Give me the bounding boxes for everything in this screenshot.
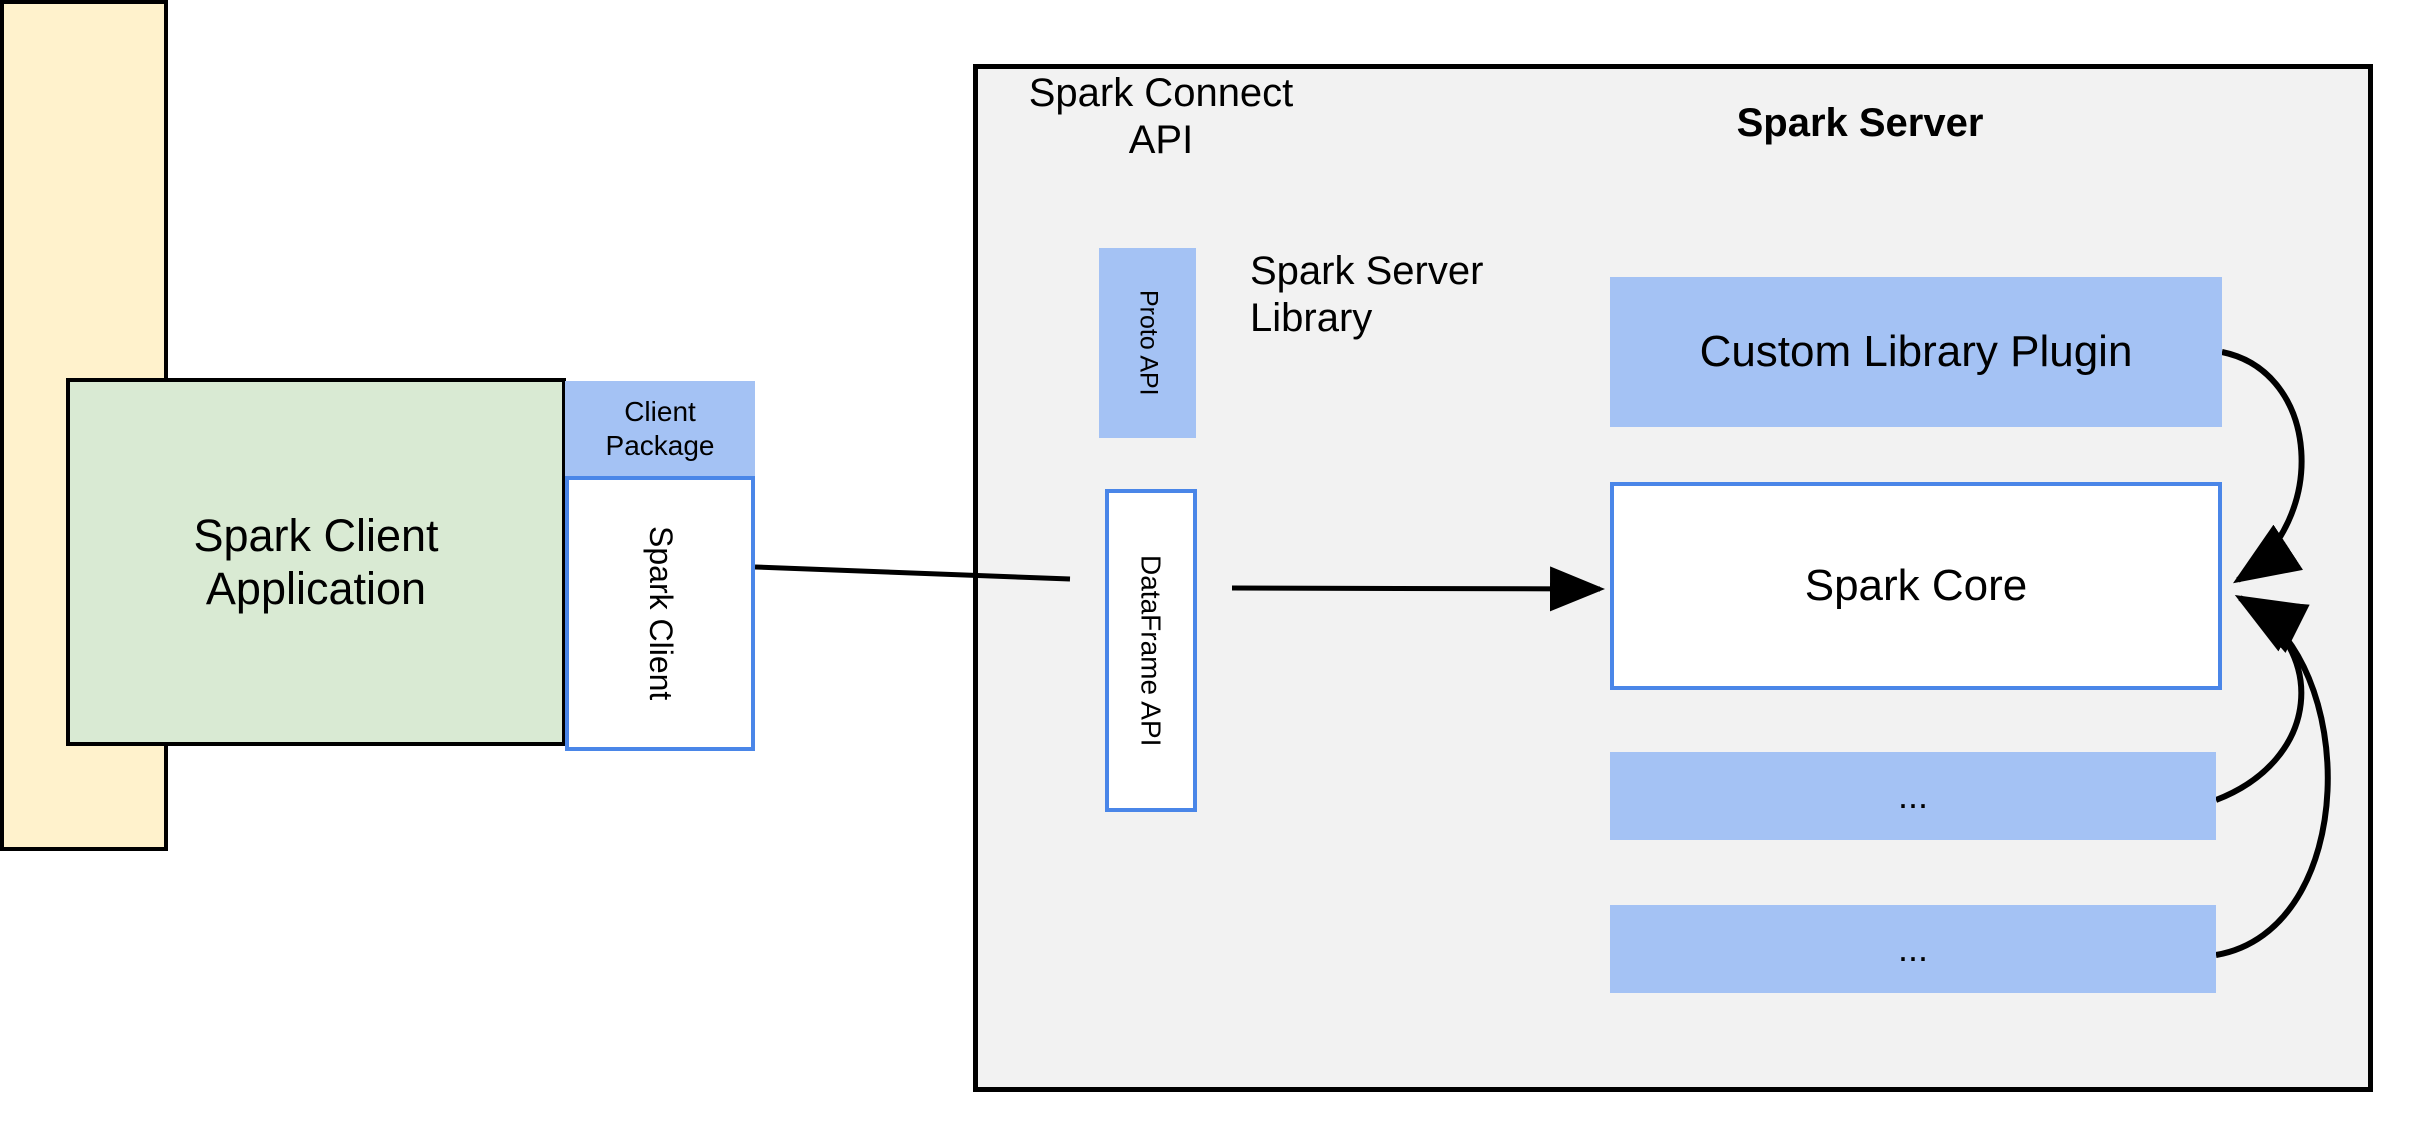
spark-client-application-box[interactable]: Spark Client Application [66, 378, 566, 746]
spark-connect-api-label: Spark Connect API [1028, 70, 1294, 162]
dataframe-api-box[interactable]: DataFrame API [1105, 489, 1197, 812]
spark-server-title-label: Spark Server [1736, 101, 1984, 146]
proto-api-label: Proto API [1134, 290, 1163, 396]
ellipsis-box-one[interactable]: ... [1610, 752, 2216, 840]
spark-server-library-caption: Spark Server Library [1250, 240, 1550, 350]
spark-server-library-label: Spark Server Library [1250, 248, 1484, 340]
spark-core-box[interactable]: Spark Core [1610, 482, 2222, 690]
spark-client-application-label: Spark Client Application [193, 509, 439, 614]
client-package-box[interactable]: Client Package [565, 381, 755, 476]
custom-library-plugin-label: Custom Library Plugin [1699, 327, 2133, 377]
spark-client-box[interactable]: Spark Client [565, 476, 755, 751]
proto-api-box[interactable]: Proto API [1099, 248, 1196, 438]
ellipsis-two-label: ... [1897, 927, 1928, 969]
dataframe-api-label: DataFrame API [1135, 554, 1167, 747]
client-package-label: Client Package [605, 396, 715, 461]
spark-core-label: Spark Core [1804, 561, 2028, 611]
spark-connect-api-title: Spark Connect API [1016, 70, 1306, 162]
spark-client-label: Spark Client [642, 526, 679, 701]
custom-library-plugin-box[interactable]: Custom Library Plugin [1610, 277, 2222, 427]
ellipsis-one-label: ... [1897, 774, 1928, 816]
ellipsis-box-two[interactable]: ... [1610, 905, 2216, 993]
spark-server-title: Spark Server [1660, 96, 2060, 152]
